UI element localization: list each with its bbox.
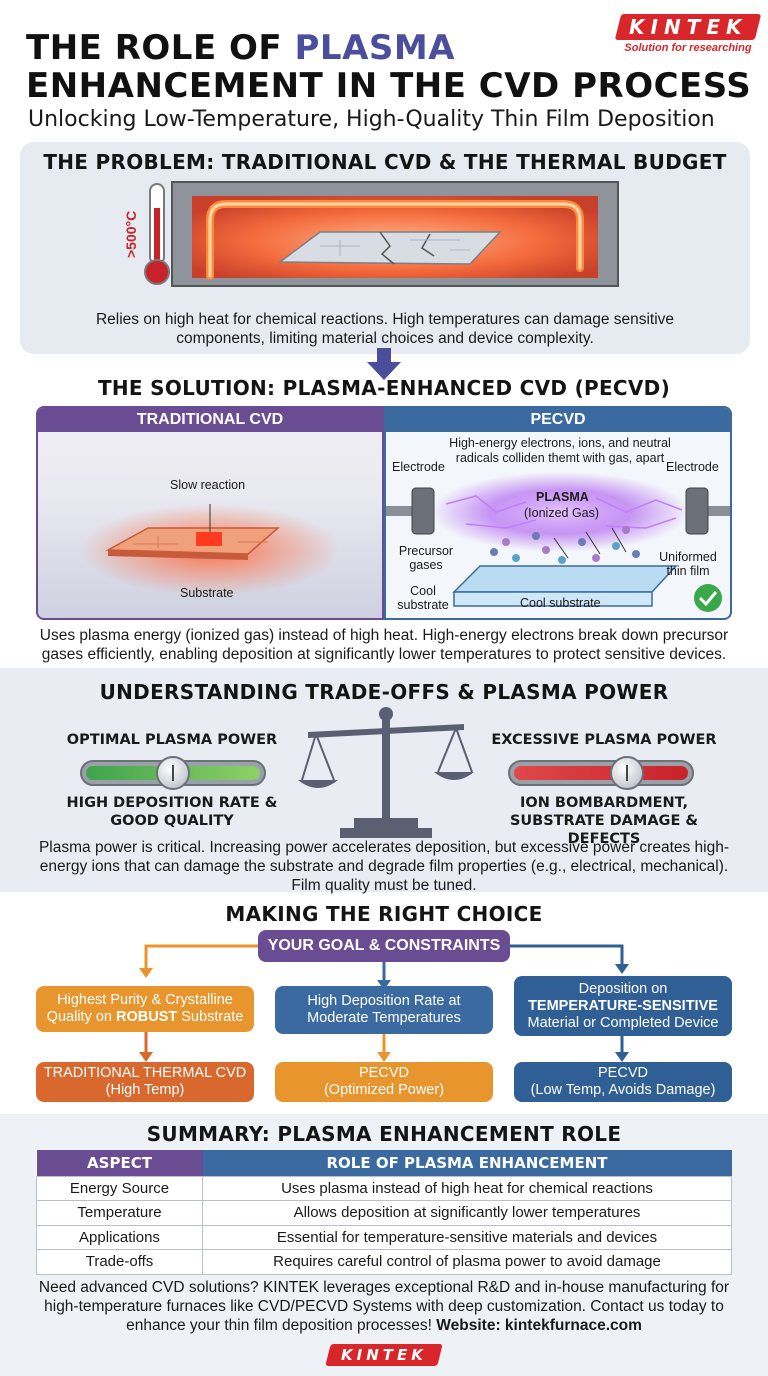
- table-header-row: ASPECT ROLE OF PLASMA ENHANCEMENT: [36, 1150, 732, 1176]
- optimal-power-description: HIGH DEPOSITION RATE & GOOD QUALITY: [66, 795, 278, 829]
- title-accent: PLASMA: [294, 28, 456, 68]
- page-title-line2: ENHANCEMENT IN THE CVD PROCESS: [26, 66, 752, 106]
- thermometer-icon: >500°C: [123, 183, 170, 285]
- table-row: Applications Essential for temperature-s…: [36, 1224, 732, 1250]
- problem-title: THE PROBLEM: TRADITIONAL CVD & THE THERM…: [43, 150, 727, 174]
- website-link[interactable]: Website: kintekfurnace.com: [436, 1317, 642, 1334]
- plasma-sub-label: (Ionized Gas): [524, 506, 600, 520]
- choice-title: MAKING THE RIGHT CHOICE: [225, 902, 543, 926]
- precursor-gases-label: Precursor gases: [398, 544, 454, 572]
- solution-title: THE SOLUTION: PLASMA-ENHANCED CVD (PECVD…: [97, 376, 671, 400]
- option-robust-substrate[interactable]: Highest Purity & Crystalline Quality on …: [36, 986, 254, 1032]
- thermometer-label: >500°C: [123, 211, 139, 258]
- optimal-slider-knob[interactable]: [156, 756, 190, 790]
- down-arrow-icon: [367, 348, 401, 380]
- excessive-power-title: EXCESSIVE PLASMA POWER: [491, 732, 717, 748]
- electrode-left-label: Electrode: [392, 460, 445, 474]
- pecvd-caption: High-energy electrons, ions, and neutral…: [449, 436, 671, 465]
- tradeoffs-description: Plasma power is critical. Increasing pow…: [38, 839, 730, 894]
- plasma-label: PLASMA: [536, 490, 589, 504]
- excessive-slider-knob[interactable]: [610, 756, 644, 790]
- table-cell-aspect: Temperature: [36, 1200, 203, 1226]
- optimal-power-title: OPTIMAL PLASMA POWER: [66, 732, 278, 748]
- cool-substrate-label: Cool substrate: [397, 584, 449, 612]
- call-to-action: Need advanced CVD solutions? KINTEK leve…: [38, 1279, 730, 1334]
- slow-reaction-label: Slow reaction: [170, 478, 246, 492]
- logo-badge: KINTEK: [614, 14, 762, 40]
- logo-tagline: Solution for researching: [624, 42, 752, 54]
- problem-description: Relies on high heat for chemical reactio…: [95, 311, 675, 347]
- table-row: Trade-offs Requires careful control of p…: [36, 1249, 732, 1275]
- table-cell-aspect: Applications: [36, 1224, 203, 1250]
- result-pecvd-optimized[interactable]: PECVD (Optimized Power): [275, 1062, 493, 1102]
- result-pecvd-low-temp[interactable]: PECVD (Low Temp, Avoids Damage): [514, 1062, 732, 1102]
- result-traditional-thermal-cvd[interactable]: TRADITIONAL THERMAL CVD (High Temp): [36, 1062, 254, 1102]
- table-cell-aspect: Trade-offs: [36, 1249, 203, 1275]
- table-cell-role: Requires careful control of plasma power…: [202, 1249, 732, 1275]
- uniform-film-label: Uniformed thin film: [659, 550, 717, 578]
- optimal-power-slider[interactable]: [80, 756, 266, 790]
- excessive-power-description: ION BOMBARDMENT, SUBSTRATE DAMAGE & DEFE…: [509, 795, 699, 847]
- table-cell-role: Allows deposition at significantly lower…: [202, 1200, 732, 1226]
- table-row: Energy Source Uses plasma instead of hig…: [36, 1175, 732, 1201]
- table-header-role: ROLE OF PLASMA ENHANCEMENT: [202, 1150, 732, 1176]
- table-cell-role: Uses plasma instead of high heat for che…: [202, 1175, 732, 1201]
- bottom-kintek-logo[interactable]: KINTEK: [325, 1344, 443, 1366]
- problem-section: THE PROBLEM: TRADITIONAL CVD & THE THERM…: [20, 142, 750, 354]
- table-cell-role: Essential for temperature-sensitive mate…: [202, 1224, 732, 1250]
- summary-title: SUMMARY: PLASMA ENHANCEMENT ROLE: [146, 1122, 622, 1146]
- electrode-right-label: Electrode: [666, 460, 719, 474]
- balance-scale-icon: [298, 707, 474, 838]
- page-title-line1: THE ROLE OF PLASMA: [26, 28, 456, 68]
- summary-table: ASPECT ROLE OF PLASMA ENHANCEMENT Energy…: [36, 1150, 732, 1275]
- summary-section: SUMMARY: PLASMA ENHANCEMENT ROLE ASPECT …: [0, 1114, 768, 1376]
- tradeoffs-section: UNDERSTANDING TRADE-OFFS & PLASMA POWER …: [0, 668, 768, 894]
- tradeoffs-title: UNDERSTANDING TRADE-OFFS & PLASMA POWER: [99, 680, 669, 704]
- comparison-panels: TRADITIONAL CVD Slow reaction Substrate …: [36, 406, 732, 620]
- table-cell-aspect: Energy Source: [36, 1175, 203, 1201]
- hot-substrate-illustration: [80, 504, 340, 596]
- table-row: Temperature Allows deposition at signifi…: [36, 1200, 732, 1226]
- furnace-illustration: [171, 181, 619, 287]
- substrate-label: Substrate: [180, 586, 234, 600]
- table-header-aspect: ASPECT: [36, 1150, 203, 1176]
- pecvd-heading: PECVD: [386, 408, 730, 432]
- page-subtitle: Unlocking Low-Temperature, High-Quality …: [28, 107, 715, 132]
- traditional-cvd-panel: TRADITIONAL CVD Slow reaction Substrate: [36, 406, 384, 620]
- goal-constraints-box[interactable]: YOUR GOAL & CONSTRAINTS: [258, 930, 510, 962]
- cool-substrate-inside: Cool substrate: [520, 596, 601, 610]
- option-temperature-sensitive[interactable]: Deposition on TEMPERATURE-SENSITIVE Mate…: [514, 976, 732, 1036]
- choice-connectors: [139, 944, 629, 1062]
- plasma-chamber-illustration: [386, 472, 730, 612]
- header: THE ROLE OF PLASMA ENHANCEMENT IN THE CV…: [0, 0, 768, 140]
- excessive-power-slider[interactable]: [508, 756, 694, 790]
- kintek-logo[interactable]: KINTEK Solution for researching: [614, 14, 762, 58]
- traditional-cvd-heading: TRADITIONAL CVD: [38, 408, 382, 432]
- option-high-deposition[interactable]: High Deposition Rate at Moderate Tempera…: [275, 986, 493, 1034]
- solution-description: Uses plasma energy (ionized gas) instead…: [39, 627, 729, 663]
- pecvd-panel: PECVD High-energy electrons, ions, and n…: [384, 406, 732, 620]
